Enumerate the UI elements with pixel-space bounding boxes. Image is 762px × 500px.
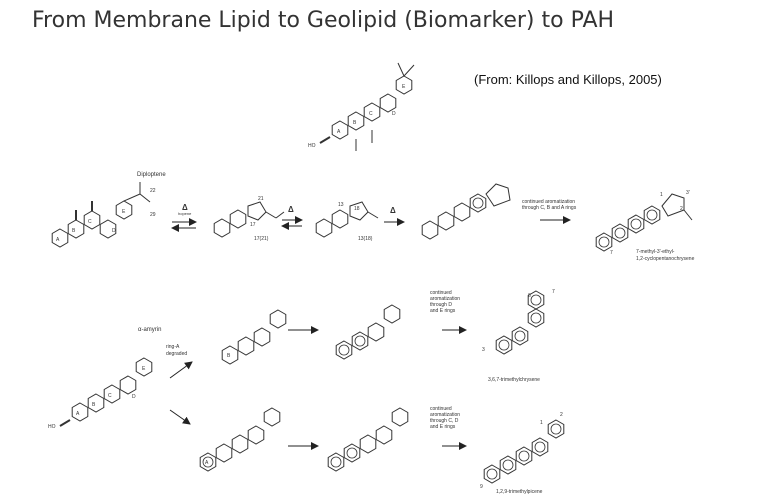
- ho-label: HO: [308, 143, 316, 149]
- degraded1-ring-b: B: [227, 353, 231, 359]
- carbon-22-label: 22: [150, 188, 156, 194]
- ring-a-degraded-structure-1: B: [221, 309, 287, 365]
- aromatized-hopanoid: [421, 183, 511, 240]
- product3-name: 1,2,9-trimethylpicene: [496, 489, 543, 495]
- amy-ring-b: B: [92, 402, 96, 408]
- carbon-13-label: 13: [338, 202, 344, 208]
- dip-ring-c: C: [88, 219, 92, 225]
- degraded2-ring-a: A: [205, 460, 209, 466]
- cont3-line4: and E rings: [430, 424, 456, 430]
- amyrin-ho-label: HO: [48, 424, 56, 430]
- cont1-line2: through C, B and A rings: [522, 205, 577, 211]
- pos-2-label-1: 2: [680, 206, 683, 212]
- pos-6-label: 6: [528, 293, 531, 299]
- amy-ring-d: D: [132, 394, 136, 400]
- partially-aromatized-structure-2: [327, 407, 409, 472]
- equilibrium-arrow-1: Δ hopene: [171, 203, 197, 232]
- equilibrium-arrow-2: Δ: [281, 205, 303, 230]
- hopene-label: hopene: [178, 211, 192, 216]
- carbon-29-label: 29: [150, 212, 156, 218]
- ring-label-a: A: [337, 129, 341, 135]
- ring-label-e: E: [402, 84, 406, 90]
- ring-a-text: ring-A: [166, 344, 180, 350]
- pos-9-label: 9: [480, 484, 483, 490]
- continued-aromatization-2: continued aromatization through D and E …: [430, 290, 467, 334]
- cont3-line2: aromatization: [430, 412, 460, 418]
- ring-a-degraded-structure-2: A: [199, 407, 281, 472]
- citation: (From: Killops and Killops, 2005): [474, 72, 662, 87]
- heat-symbol-1: Δ: [182, 203, 188, 212]
- cont2-line2: aromatization: [430, 296, 460, 302]
- hopene-17-21-structure: 21 17 17(21): [213, 196, 285, 242]
- carbon-17-label: 17: [250, 222, 256, 228]
- carbon-18-label: 18: [354, 206, 360, 212]
- dip-ring-e: E: [122, 209, 126, 215]
- cont2-line3: through D: [430, 302, 452, 308]
- pos-1-label-1: 1: [660, 192, 663, 198]
- trimethylchrysene-structure: 3 6 7: [482, 289, 555, 355]
- bond-17-21-label: 17(21): [254, 236, 269, 242]
- pos-7-label-1: 7: [610, 250, 613, 256]
- ring-label-b: B: [353, 120, 357, 126]
- hopanoid-structure-top: HO A B C D E: [308, 62, 415, 151]
- cont2-line1: continued: [430, 290, 452, 296]
- ring-label-c: C: [369, 111, 373, 117]
- trimethylpicene-structure: 9 1 2: [480, 412, 565, 490]
- cont3-line3: through C, D: [430, 418, 459, 424]
- partially-aromatized-structure-1: [335, 304, 401, 360]
- heat-symbol-3: Δ: [390, 206, 396, 215]
- pos-2-label-2: 2: [560, 412, 563, 418]
- dip-ring-a: A: [56, 237, 60, 243]
- hopene-13-18-structure: 13 18 13(18): [315, 201, 379, 242]
- cont2-line4: and E rings: [430, 308, 456, 314]
- diploptene-structure: A B C D E 22 29: [51, 182, 156, 248]
- continued-aromatization-1: continued aromatization through C, B and…: [522, 199, 577, 224]
- page-title: From Membrane Lipid to Geolipid (Biomark…: [32, 8, 615, 33]
- product1-name-line2: 1,2-cyclopentanochrysene: [636, 256, 695, 262]
- dip-ring-d: D: [112, 228, 116, 234]
- carbon-21-label: 21: [258, 196, 264, 202]
- pos-3p-label: 3': [686, 190, 690, 196]
- ring-a-degraded-arrow: ring-A degraded: [166, 344, 193, 379]
- product2-name: 3,6,7-trimethylchrysene: [488, 377, 540, 383]
- dip-ring-b: B: [72, 228, 76, 234]
- pos-1-label-2: 1: [540, 420, 543, 426]
- reaction-arrow-1: Δ: [384, 206, 405, 226]
- ring-label-d: D: [392, 111, 396, 117]
- continued-aromatization-3: continued aromatization through C, D and…: [430, 406, 467, 450]
- amy-ring-c: C: [108, 393, 112, 399]
- cont3-line1: continued: [430, 406, 452, 412]
- heat-symbol-2: Δ: [288, 205, 294, 214]
- amy-ring-e: E: [142, 366, 146, 372]
- amyrin-structure: HO A B C D E: [48, 357, 153, 430]
- degraded-text: degraded: [166, 351, 187, 357]
- amyrin-label: α-amyrin: [138, 327, 161, 333]
- diploptene-label: Diploptene: [137, 172, 166, 178]
- reaction-arrow-3: [169, 409, 191, 425]
- cyclopentanochrysene-structure: 7 1 2 3': [595, 190, 693, 256]
- pos-7-label-2: 7: [552, 289, 555, 295]
- product1-name-line1: 7-methyl-3'-ethyl-: [636, 249, 675, 255]
- bond-13-18-label: 13(18): [358, 236, 373, 242]
- pos-3-label: 3: [482, 347, 485, 353]
- amy-ring-a: A: [76, 411, 80, 417]
- cont1-line1: continued aromatization: [522, 199, 575, 205]
